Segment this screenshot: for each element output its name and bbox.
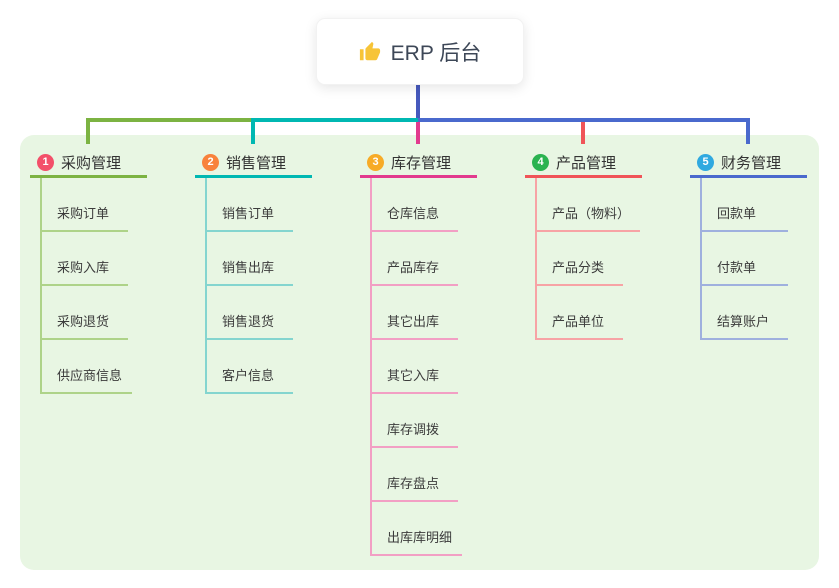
- root-node-label: ERP 后台: [390, 41, 482, 65]
- branch-children: 回款单付款单结算账户: [700, 178, 839, 340]
- child-node[interactable]: 其它出库: [370, 286, 458, 340]
- child-node[interactable]: 销售出库: [205, 232, 293, 286]
- child-node[interactable]: 库存盘点: [370, 448, 458, 502]
- top-bar-middle: [253, 118, 418, 122]
- child-node[interactable]: 付款单: [700, 232, 788, 286]
- branch-children: 销售订单销售出库销售退货客户信息: [205, 178, 365, 394]
- branch-drop-line: [746, 118, 750, 144]
- branch-label: 财务管理: [721, 154, 782, 172]
- branch-connector-line: [535, 178, 537, 340]
- thumbs-up-icon: [359, 41, 381, 63]
- branch-column: 1 采购管理采购订单采购入库采购退货供应商信息: [30, 149, 200, 394]
- branch-number-badge: 4: [532, 153, 549, 171]
- branch-number-badge: 1: [37, 153, 54, 171]
- child-node[interactable]: 仓库信息: [370, 178, 458, 232]
- child-node[interactable]: 产品单位: [535, 286, 623, 340]
- branch-children: 产品（物料）产品分类产品单位: [535, 178, 695, 340]
- branch-node[interactable]: 5 财务管理: [690, 149, 807, 178]
- branch-node[interactable]: 1 采购管理: [30, 149, 147, 178]
- child-node[interactable]: 客户信息: [205, 340, 293, 394]
- branch-children: 采购订单采购入库采购退货供应商信息: [40, 178, 200, 394]
- branch-connector-line: [370, 178, 372, 556]
- branch-children: 仓库信息产品库存其它出库其它入库库存调拨库存盘点出库库明细: [370, 178, 530, 556]
- child-node[interactable]: 采购退货: [40, 286, 128, 340]
- child-node[interactable]: 采购订单: [40, 178, 128, 232]
- child-node[interactable]: 结算账户: [700, 286, 788, 340]
- top-bar-right: [418, 118, 750, 122]
- branch-drop-line: [416, 122, 420, 144]
- branch-column: 5 财务管理回款单付款单结算账户: [690, 149, 839, 340]
- branch-column: 3 库存管理仓库信息产品库存其它出库其它入库库存调拨库存盘点出库库明细: [360, 149, 530, 556]
- branch-column: 2 销售管理销售订单销售出库销售退货客户信息: [195, 149, 365, 394]
- child-node[interactable]: 出库库明细: [370, 502, 463, 556]
- child-node[interactable]: 销售订单: [205, 178, 293, 232]
- branch-connector-line: [700, 178, 702, 340]
- branch-drop-line: [581, 122, 585, 144]
- branch-label: 销售管理: [226, 154, 287, 172]
- child-node[interactable]: 产品库存: [370, 232, 458, 286]
- child-node[interactable]: 回款单: [700, 178, 788, 232]
- branches-panel: [20, 135, 819, 570]
- branch-number-badge: 3: [367, 153, 384, 171]
- child-node[interactable]: 销售退货: [205, 286, 293, 340]
- branch-drop-line: [86, 118, 90, 144]
- branch-node[interactable]: 2 销售管理: [195, 149, 312, 178]
- branch-node[interactable]: 3 库存管理: [360, 149, 477, 178]
- branch-connector-line: [40, 178, 42, 394]
- branch-label: 库存管理: [391, 154, 452, 172]
- child-node[interactable]: 供应商信息: [40, 340, 133, 394]
- child-node[interactable]: 库存调拨: [370, 394, 458, 448]
- child-node[interactable]: 其它入库: [370, 340, 458, 394]
- branch-label: 产品管理: [556, 154, 617, 172]
- branch-column: 4 产品管理产品（物料）产品分类产品单位: [525, 149, 695, 340]
- branch-number-badge: 2: [202, 153, 219, 171]
- root-connector-line: [416, 83, 420, 122]
- branch-node[interactable]: 4 产品管理: [525, 149, 642, 178]
- branch-label: 采购管理: [61, 154, 122, 172]
- child-node[interactable]: 产品分类: [535, 232, 623, 286]
- branch-drop-line: [251, 118, 255, 144]
- root-node-erp[interactable]: ERP 后台: [316, 18, 524, 85]
- branch-connector-line: [205, 178, 207, 394]
- child-node[interactable]: 采购入库: [40, 232, 128, 286]
- top-bar-left: [86, 118, 253, 122]
- child-node[interactable]: 产品（物料）: [535, 178, 641, 232]
- branch-number-badge: 5: [697, 153, 714, 171]
